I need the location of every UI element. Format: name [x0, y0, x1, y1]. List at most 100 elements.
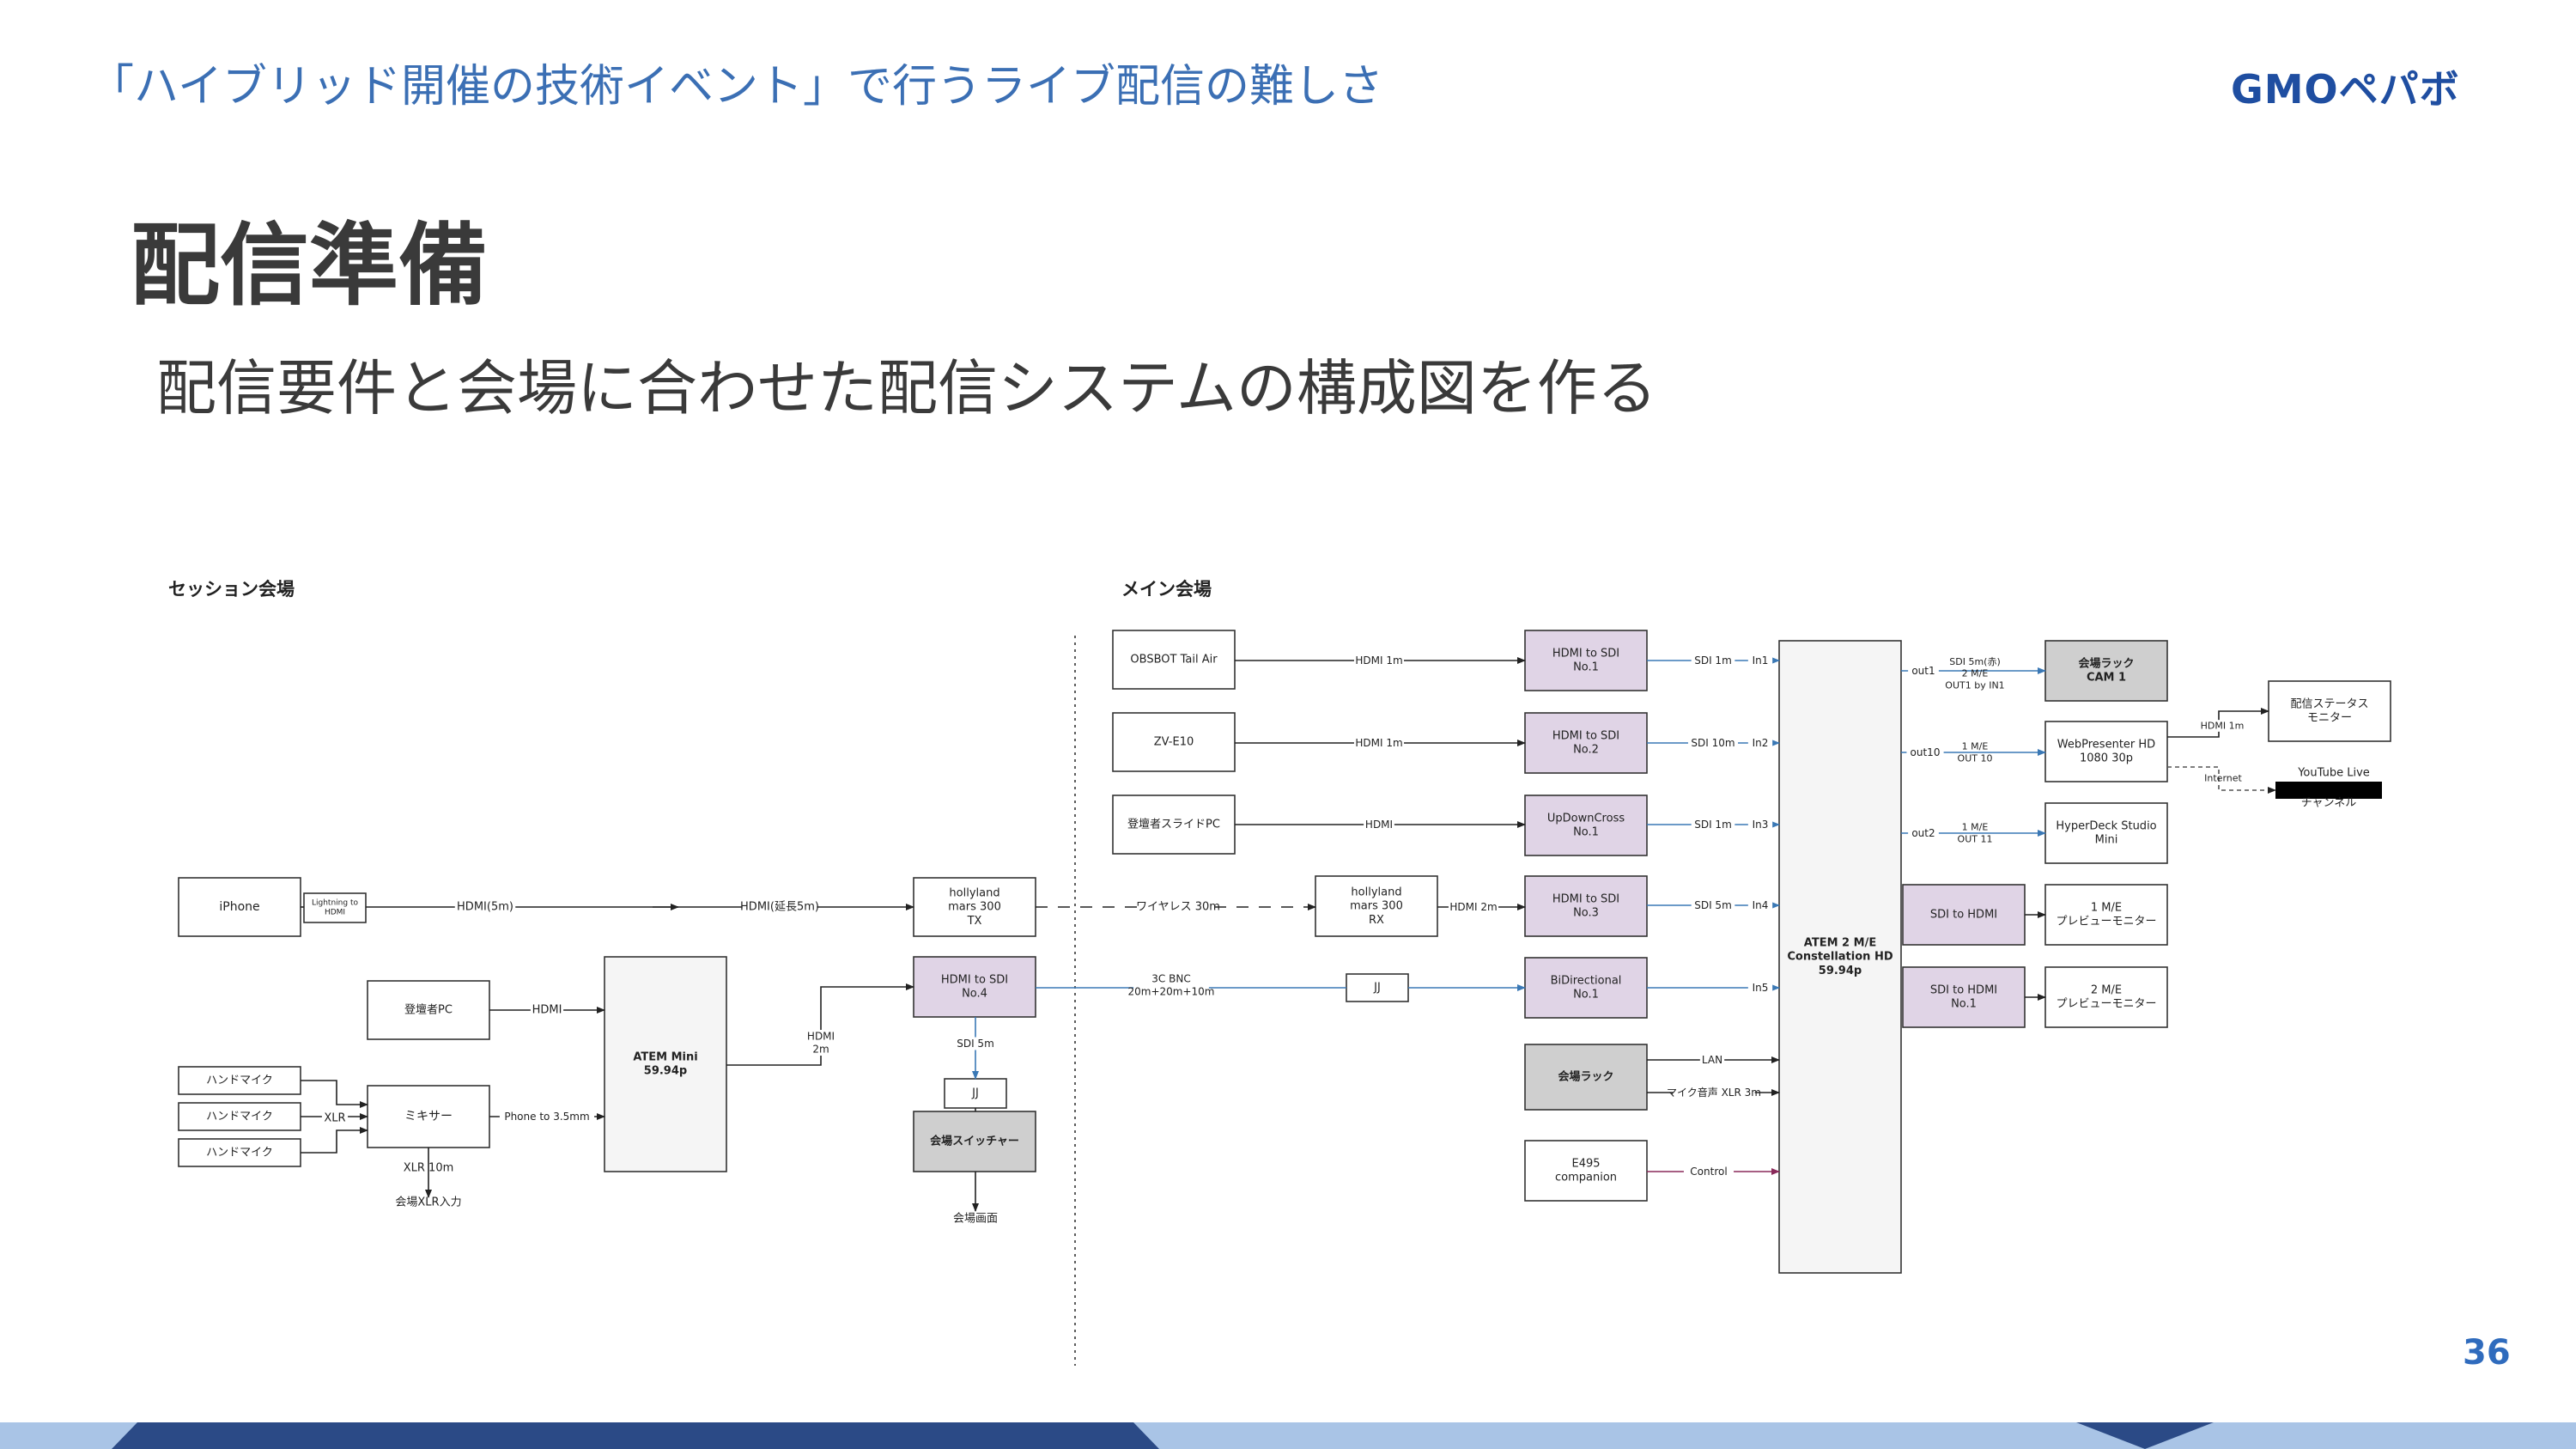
edge-label-out10-bg	[1906, 746, 1944, 759]
edge-label-hdmi-5m-bg	[454, 899, 516, 915]
footer-accent-left	[112, 1422, 1159, 1449]
edge-label-hdmi-1m-a-bg	[1353, 654, 1405, 667]
status-monitor-box	[2268, 680, 2391, 742]
edge-label-sdi-3-bg	[1691, 818, 1735, 831]
atem-2me-box-label-line-1: ATEM 2 M/E	[1804, 936, 1876, 949]
edge-label-bnc-line-2: 20m+20m+10m	[1128, 986, 1215, 998]
edge-label-hdmi-2m-b-bg	[1448, 900, 1499, 914]
webpresenter-box	[2044, 721, 2168, 782]
youtube-label: YouTube Live	[2297, 767, 2370, 780]
hand-mic-1-box-label: ハンドマイク	[206, 1075, 273, 1087]
edge-label-hdmi-2m-b: HDMI 2m	[1449, 901, 1497, 913]
atem-2me-box	[1778, 640, 1902, 1274]
edge-label-hdmi-1m-a: HDMI 1m	[1355, 654, 1402, 667]
atem-2me-box-label-line-3: 59.94p	[1819, 965, 1862, 977]
mixer-box-label: ミキサー	[404, 1110, 453, 1123]
edge-label-hdmi-plain: HDMI	[1365, 819, 1393, 831]
edge-label-me1-out11-line-1: 1 M/E	[1962, 822, 1989, 833]
edge-label-internet: Internet	[2204, 773, 2242, 784]
speaker-slide-pc-box-label: 登壇者スライドPC	[1127, 818, 1220, 831]
edge-label-wireless: ワイヤレス 30m	[1136, 901, 1220, 914]
edge-label-hdmi-1m-b-bg	[1353, 736, 1405, 750]
edge-label-control-bg	[1683, 1165, 1735, 1178]
edge-label-bnc-line-1: 3C BNC	[1151, 973, 1190, 985]
edge-label-mic-audio: マイク音声 XLR 3m	[1667, 1086, 1761, 1099]
main-area-label: メイン会場	[1121, 579, 1212, 600]
lightning-adapter-box-label-line-2: HDMI	[325, 909, 345, 917]
edge-label-hdmi-ext-5m: HDMI(延長5m)	[740, 901, 819, 914]
sdi-hdmi-b-box-label-line-1: SDI to HDMI	[1930, 983, 1997, 996]
edge-label-sdi-5m-red-line-1: SDI 5m(赤)	[1949, 656, 2001, 667]
edge-label-sdi-1: SDI 1m	[1694, 654, 1732, 667]
header-title: 「ハイブリッド開催の技術イベント」で行うライブ配信の難しさ	[89, 61, 1383, 113]
atem-mini-box-label-line-2: 59.94p	[644, 1065, 687, 1078]
edge-label-out2: out2	[1911, 827, 1935, 839]
iphone-box	[178, 877, 301, 937]
edge-label-hdmi-2m-a-line-2: 2m	[812, 1044, 829, 1056]
edge-label-out10: out10	[1911, 746, 1941, 758]
sdi-hdmi-a-box	[1902, 884, 2026, 946]
edge-label-sdi-5m-bg	[953, 1037, 998, 1050]
status-monitor-box-label-line-2: モニター	[2307, 712, 2352, 725]
edge-label-lan: LAN	[1702, 1054, 1722, 1066]
preview-1me-box-label-line-2: プレビューモニター	[2056, 916, 2156, 928]
venue-rack-box	[1524, 1044, 1648, 1111]
hollyland-rx-box-label-line-2: mars 300	[1350, 900, 1403, 913]
hand-mic-2-box	[178, 1102, 301, 1131]
e495-box-label-line-2: companion	[1555, 1172, 1617, 1184]
edge-label-hdmi-1m-c-bg	[2199, 720, 2245, 732]
edge-label-in-4-bg	[1747, 898, 1773, 912]
page-subtitle: 配信要件と会場に合わせた配信システムの構成図を作る	[156, 353, 1657, 423]
youtube-channel-label: チャンネル	[2301, 797, 2357, 810]
edge-label-in-3-bg	[1747, 818, 1773, 831]
atem-2me-box-label-line-2: Constellation HD	[1787, 951, 1893, 964]
edge-label-hdmi-ext-5m-bg	[742, 899, 817, 915]
hyperdeck-box-label-line-1: HyperDeck Studio	[2056, 819, 2156, 832]
edge-label-mic-audio-bg	[1673, 1086, 1755, 1099]
edge-label-in-5-bg	[1747, 981, 1773, 995]
edge-label-hdmi-plain-bg	[1364, 818, 1394, 831]
hand-mic-3-box-label: ハンドマイク	[206, 1147, 273, 1160]
edge-label-sdi-2: SDI 10m	[1691, 737, 1735, 749]
preview-2me-box-label-line-2: プレビューモニター	[2056, 998, 2156, 1011]
sdi-hdmi-a-box-label: SDI to HDMI	[1930, 909, 1997, 922]
hdmi-sdi-2-box-label-line-2: No.2	[1573, 744, 1599, 757]
e495-box	[1524, 1140, 1648, 1202]
bidirectional-box-label-line-1: BiDirectional	[1551, 974, 1622, 987]
preview-2me-box-label-line-1: 2 M/E	[2091, 983, 2122, 996]
session-area-label: セッション会場	[168, 579, 295, 600]
hdmi-sdi-2-box	[1524, 712, 1648, 774]
edge-label-in-3: In3	[1753, 819, 1769, 831]
edge-label-xlr-bg	[321, 1111, 349, 1126]
webpresenter-box-label-line-1: WebPresenter HD	[2057, 738, 2155, 751]
atem-mini-box-label-line-1: ATEM Mini	[633, 1050, 697, 1063]
venue-switcher-box-label: 会場スイッチャー	[930, 1135, 1019, 1148]
hollyland-tx-box-label-line-3: TX	[967, 915, 982, 928]
edge-webpresenter-internet	[2167, 766, 2276, 794]
rack-cam1-box-label-line-1: 会場ラック	[2078, 656, 2134, 670]
hollyland-rx-box	[1315, 875, 1438, 937]
edge-label-phone-35: Phone to 3.5mm	[504, 1111, 589, 1123]
edge-label-in-5: In5	[1753, 982, 1769, 994]
edge-label-control: Control	[1690, 1166, 1727, 1178]
edge-label-sdi-4: SDI 5m	[1694, 899, 1732, 911]
bidirectional-box	[1524, 957, 1648, 1019]
edge-label-in-2: In2	[1753, 737, 1769, 749]
edge-label-xlr: XLR	[324, 1112, 345, 1125]
speaker-pc-box-label: 登壇者PC	[404, 1003, 453, 1017]
bidirectional-box-label-line-2: No.1	[1573, 989, 1599, 1002]
edge-label-sdi-5m-red-line-3: OUT1 by IN1	[1945, 679, 2004, 691]
edge-label-lan-bg	[1699, 1053, 1725, 1067]
zv-e10-box	[1112, 712, 1236, 772]
lightning-adapter-box	[303, 892, 367, 923]
hdmi-sdi-3-box-label-line-1: HDMI to SDI	[1552, 892, 1619, 905]
youtube-redaction	[2275, 782, 2382, 799]
hdmi-sdi-3-box-label-line-2: No.3	[1573, 907, 1599, 920]
venue-switcher-box	[913, 1111, 1036, 1172]
edge-label-in-1: In1	[1753, 654, 1769, 667]
hollyland-rx-box-label-line-1: hollyland	[1351, 886, 1401, 898]
hdmi-sdi-3-box	[1524, 875, 1648, 937]
mixer-box	[367, 1085, 490, 1148]
hyperdeck-box-label-line-2: Mini	[2095, 834, 2118, 847]
